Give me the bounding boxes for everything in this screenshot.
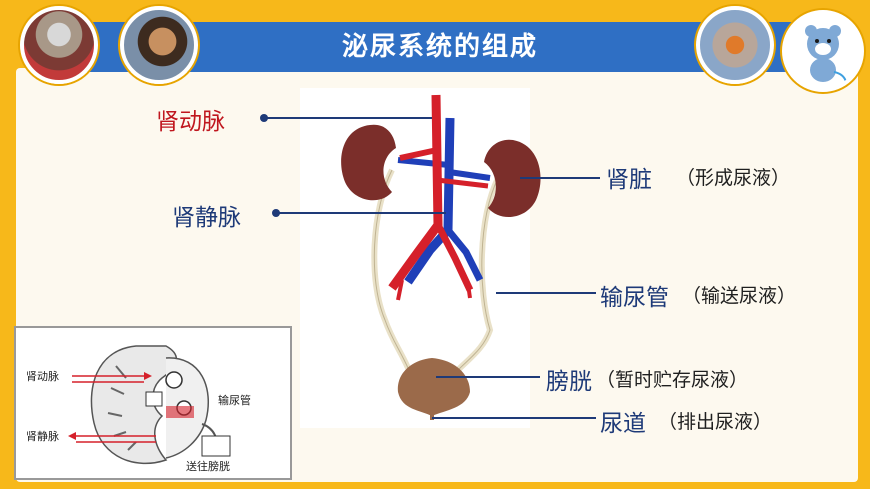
right-kidney bbox=[484, 139, 541, 218]
kidney-label: 肾脏 bbox=[606, 167, 652, 193]
inset-vein-label: 肾静脉 bbox=[26, 430, 59, 443]
kidney-note: （形成尿液） bbox=[676, 167, 791, 189]
aorta bbox=[388, 94, 443, 291]
renal-artery bbox=[399, 147, 438, 161]
urethra-label: 尿道 bbox=[600, 411, 646, 437]
slide-title: 泌尿系统的组成 bbox=[341, 32, 538, 62]
inset-ureter-label: 输尿管 bbox=[218, 394, 251, 407]
inset-artery-label: 肾动脉 bbox=[26, 370, 59, 383]
urethra-note: （排出尿液） bbox=[658, 411, 773, 433]
collecting-bucket bbox=[201, 435, 231, 457]
bladder-label: 膀胱 bbox=[546, 369, 592, 395]
person-photo-1 bbox=[20, 6, 98, 84]
bladder-note: （暂时贮存尿液） bbox=[596, 369, 749, 391]
kidney-section-inset: 肾动脉 肾静脉 输尿管 送往膀胱 bbox=[14, 326, 292, 480]
anatomy-photo bbox=[696, 6, 774, 84]
kidney-section-drawing bbox=[68, 345, 231, 465]
left-kidney bbox=[341, 124, 396, 201]
person-photo-2 bbox=[120, 6, 198, 84]
cartoon-bear-icon bbox=[782, 10, 864, 92]
bladder bbox=[397, 358, 470, 416]
glomerulus-top bbox=[165, 371, 183, 389]
inset-bladder-label: 送往膀胱 bbox=[186, 460, 230, 473]
renal-vein-label: 肾静脉 bbox=[172, 205, 241, 231]
renal-artery-label: 肾动脉 bbox=[156, 109, 225, 135]
ureter-note: （输送尿液） bbox=[682, 285, 797, 307]
bear-drawing bbox=[805, 25, 847, 83]
ureter-label: 输尿管 bbox=[600, 285, 669, 311]
kidney-cross-section bbox=[90, 345, 178, 465]
